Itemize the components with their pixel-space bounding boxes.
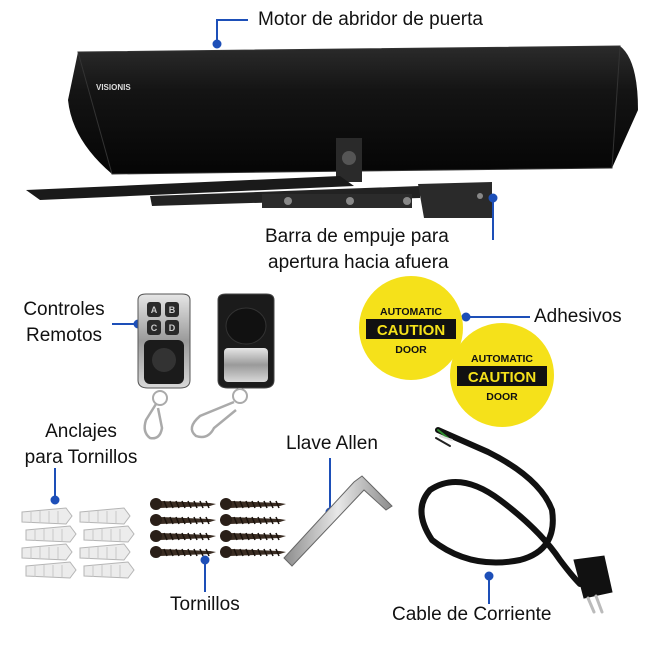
svg-text:D: D [169,323,176,333]
push-arm-label-line1: Barra de empuje para [265,226,449,247]
screw [150,514,216,526]
remote-button-b: B [165,302,179,317]
allen-key [283,475,393,567]
screw-anchor [25,525,77,543]
screw [220,498,286,510]
push-arm [26,176,492,218]
caution-sticker-2: AUTOMATIC CAUTION DOOR [450,323,554,427]
screws-label: Tornillos [170,594,240,615]
screw-anchor [21,507,73,525]
screw [220,530,286,542]
screw-anchor [83,561,135,579]
motor-label: Motor de abridor de puerta [258,9,483,30]
screw-anchor [83,525,135,543]
remote-button-a: A [147,302,161,317]
screw [220,514,286,526]
cable-label: Cable de Corriente [392,604,552,625]
anchors-label-line2: para Tornillos [24,447,138,468]
svg-text:DOOR: DOOR [486,391,518,403]
screw-anchor [79,543,131,561]
remotes-label-line1: Controles [23,299,105,320]
svg-text:C: C [151,323,158,333]
svg-text:AUTOMATIC: AUTOMATIC [380,306,442,318]
remote-button-c: C [147,320,161,335]
push-arm-label-line2: apertura hacia afuera [268,252,449,273]
remote-control-1: A B C D [137,293,191,440]
allen-key-label: Llave Allen [286,433,378,454]
screws [150,498,286,558]
svg-text:CAUTION: CAUTION [468,369,536,386]
svg-text:A: A [151,305,158,315]
door-opener-motor: VISIONIS [68,45,638,182]
screw [150,530,216,542]
screw-anchor [21,543,73,561]
screw-anchor [25,561,77,579]
remote-button-d: D [165,320,179,335]
screw [150,546,216,558]
power-cable [418,427,613,614]
stickers-label: Adhesivos [534,306,622,327]
screw [150,498,216,510]
svg-text:B: B [169,305,176,315]
screw-anchor [79,507,131,525]
screw-anchors [21,507,135,579]
svg-text:CAUTION: CAUTION [377,322,445,339]
screw [220,546,286,558]
remote-control-2 [190,293,275,439]
motor-logo: VISIONIS [96,83,131,92]
caution-sticker-1: AUTOMATIC CAUTION DOOR [359,276,463,380]
svg-text:DOOR: DOOR [395,344,427,356]
anchors-label-line1: Anclajes [45,421,117,442]
remotes-label-line2: Remotos [25,325,103,346]
svg-text:AUTOMATIC: AUTOMATIC [471,353,533,365]
